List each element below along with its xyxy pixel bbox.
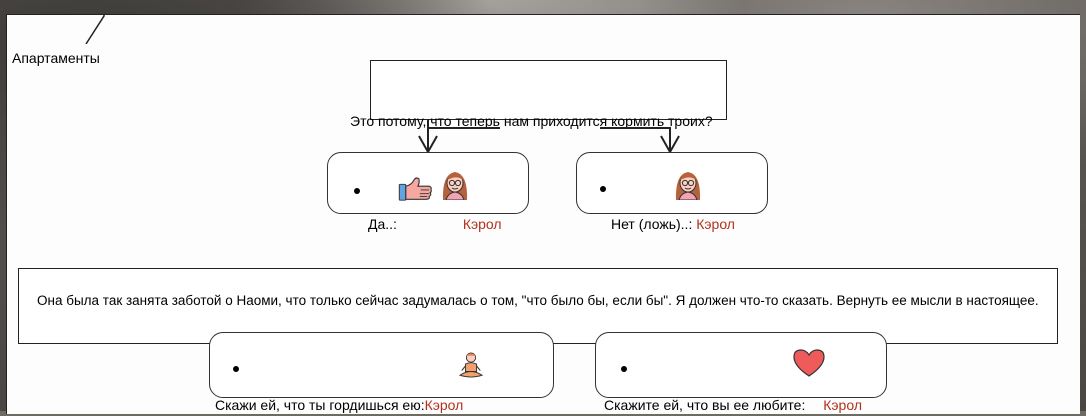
speaker-name: Кэрол xyxy=(696,216,735,232)
choice-love-button[interactable] xyxy=(595,332,887,398)
speech-box xyxy=(370,60,727,120)
thumbs-up-icon xyxy=(398,177,432,201)
speaker-name: Кэрол xyxy=(462,216,502,232)
bullet-dot xyxy=(233,366,239,372)
bullet-dot xyxy=(600,186,606,192)
choice-no-label: Нет (ложь)..: Кэрол xyxy=(611,216,735,232)
choice-love-label: Скажите ей, что вы ее любите: Кэрол xyxy=(604,397,862,413)
choice-proud-label: Скажи ей, что ты гордишься ею:Кэрол xyxy=(215,397,463,413)
speaker-name: Кэрол xyxy=(823,397,862,413)
location-label: Апартаменты xyxy=(12,50,100,66)
choice-proud-button[interactable] xyxy=(209,332,554,398)
panel-tab-corner xyxy=(6,14,105,44)
woman-avatar-icon xyxy=(675,172,701,200)
bullet-dot xyxy=(354,188,360,194)
speaker-name: Кэрол xyxy=(424,397,464,413)
meditating-person-icon xyxy=(458,352,484,378)
choice-text: Скажи ей, что ты гордишься ею: xyxy=(215,397,425,413)
bullet-dot xyxy=(621,366,627,372)
choice-text: Да..: xyxy=(368,216,397,232)
choice-text: Нет (ложь)..: xyxy=(611,216,693,232)
choice-yes-label: Да..: Кэрол xyxy=(368,216,502,232)
choice-no-button[interactable] xyxy=(576,152,768,214)
question-text: Это потому, что теперь нам приходится ко… xyxy=(350,113,713,129)
narration-text: Она была так занята заботой о Наоми, что… xyxy=(37,293,1039,308)
choice-yes-button[interactable] xyxy=(327,152,529,214)
choice-text: Скажите ей, что вы ее любите: xyxy=(604,397,806,413)
narration-box: Она была так занята заботой о Наоми, что… xyxy=(18,268,1058,344)
woman-avatar-icon xyxy=(442,172,468,200)
heart-icon xyxy=(793,349,825,377)
